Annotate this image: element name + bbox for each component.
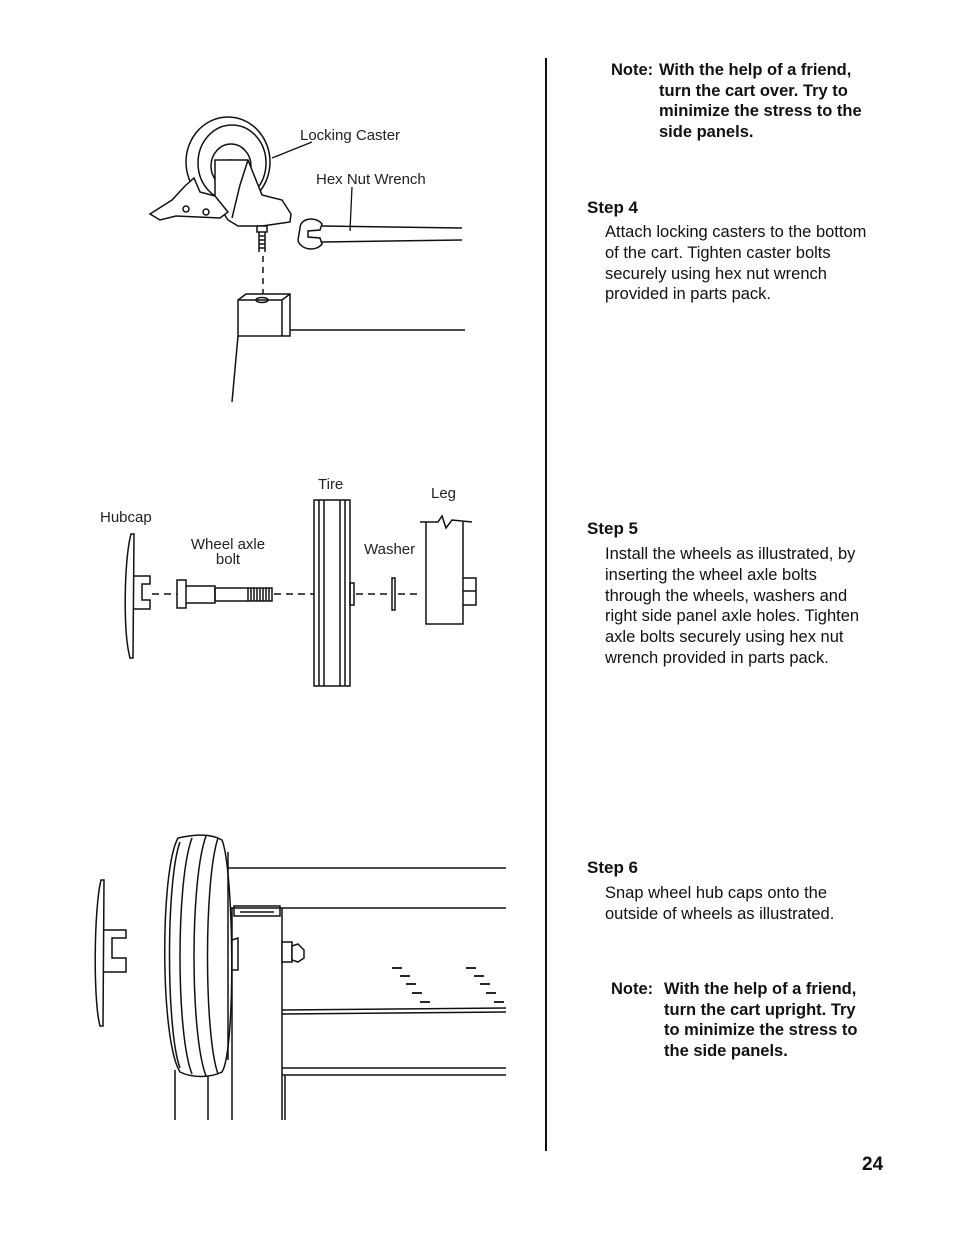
step-4-text: Attach locking casters to the bottom of …	[605, 223, 867, 304]
panel-hole-marks	[392, 967, 504, 1003]
cart-leg-socket	[237, 293, 291, 337]
step-4-title: Step 4	[587, 198, 639, 217]
wheel-exploded-figure	[124, 499, 477, 687]
step-6-title: Step 6	[587, 858, 639, 877]
tire-label: Tire	[318, 476, 344, 493]
note-turn-over: Note: With the help of a friend, turn th…	[611, 60, 881, 144]
note-text: With the help of a friend, turn the cart…	[659, 61, 862, 141]
column-divider	[545, 58, 547, 1151]
locking-caster-label: Locking Caster	[300, 127, 401, 144]
hubcap-label: Hubcap	[100, 509, 152, 526]
hubcap-side-drawing	[94, 879, 105, 1027]
washer-drawing	[391, 577, 396, 611]
wheel-side-drawing	[164, 834, 239, 1078]
assembly-illustrations	[94, 116, 507, 1120]
leg-drawing	[420, 514, 477, 625]
wheel-axle-bolt-label: Wheel axle bolt	[190, 536, 266, 568]
step-6-text: Snap wheel hub caps onto the outside of …	[605, 884, 835, 923]
hex-nut-wrench-label: Hex Nut Wrench	[316, 171, 426, 188]
leg-label: Leg	[431, 485, 457, 502]
caster-assembly-figure	[148, 116, 465, 403]
hex-nut-wrench-drawing	[297, 218, 463, 250]
note-label: Note:	[611, 980, 654, 998]
hubcap-drawing	[124, 533, 135, 659]
caster-bolt-stud	[258, 232, 266, 252]
note-turn-upright: Note: With the help of a friend, turn th…	[611, 979, 881, 1063]
step-5-title: Step 5	[587, 519, 639, 538]
page-number: 24	[862, 1154, 884, 1175]
step-5-text: Install the wheels as illustrated, by in…	[605, 545, 860, 667]
tire-drawing	[313, 499, 355, 687]
wheel-axle-bolt-drawing	[176, 579, 273, 609]
washer-label: Washer	[364, 541, 416, 558]
note-label: Note:	[611, 61, 654, 79]
assembled-wheel-figure	[94, 834, 507, 1120]
note-text: With the help of a friend, turn the cart…	[664, 980, 858, 1060]
